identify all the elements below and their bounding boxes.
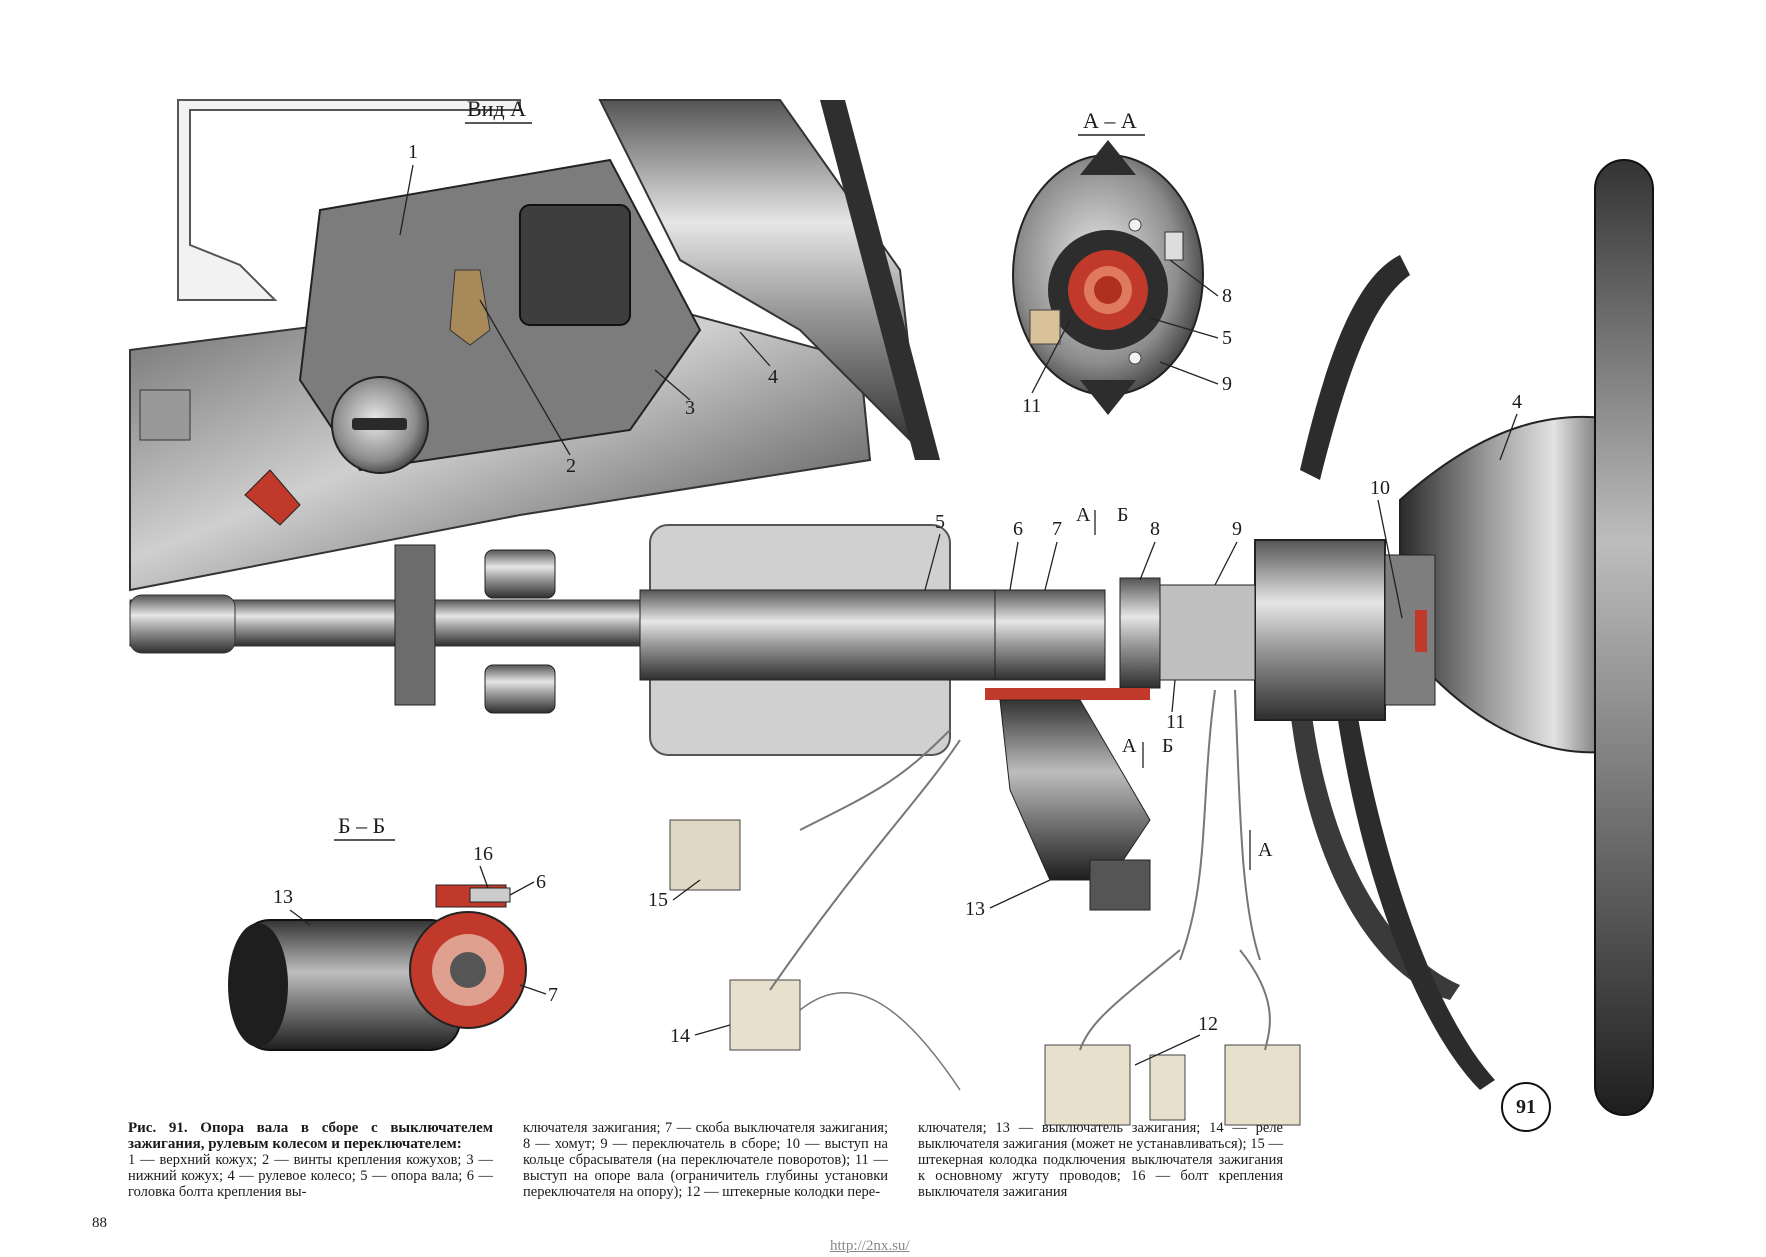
callout-9-aa: 9: [1222, 373, 1232, 395]
callout-6-main: 6: [1013, 518, 1023, 540]
callout-9-main: 9: [1232, 518, 1242, 540]
cut-b-top: Б: [1117, 504, 1128, 526]
view-a-callouts: 1 2 3 4: [399, 141, 778, 477]
caption-title: Рис. 91. Опора вала в сборе с выключател…: [128, 1120, 493, 1152]
figure-number-badge: 91: [1501, 1082, 1551, 1132]
callout-4-wheel: 4: [1512, 391, 1522, 413]
section-aa-callouts: 8 5 9 11: [1022, 259, 1232, 417]
steering-wheel-callouts: 4 10: [1370, 391, 1522, 619]
callout-13-main: 13: [965, 898, 985, 920]
section-bb-title: Б – Б: [338, 813, 385, 838]
view-a-illustration: [129, 99, 940, 592]
cut-a-top: А: [1076, 504, 1091, 526]
view-a-title: Вид А: [467, 96, 526, 121]
callout-13-bb: 13: [273, 886, 293, 908]
callout-10: 10: [1370, 477, 1390, 499]
callout-8-aa: 8: [1222, 285, 1232, 307]
section-bb-illustration: [228, 884, 527, 1051]
callout-12: 12: [1198, 1013, 1218, 1035]
callout-15: 15: [648, 889, 668, 911]
callout-16: 16: [473, 843, 493, 865]
section-aa-illustration: [1012, 140, 1204, 415]
caption-column-2: ключателя зажигания; 7 — скоба выключате…: [523, 1120, 888, 1200]
callout-2: 2: [566, 455, 576, 477]
main-callouts: 5 6 7 8 9 11 12 13 14 15: [648, 511, 1242, 1066]
arrow-a-label: А: [1258, 839, 1273, 861]
callout-6-bb: 6: [536, 871, 546, 893]
cut-b-bottom: Б: [1162, 735, 1173, 757]
main-assembly-illustration: [129, 524, 1301, 1126]
caption-column-3: ключателя; 13 — выключатель зажигания; 1…: [918, 1120, 1283, 1200]
callout-7-bb: 7: [548, 984, 558, 1006]
callout-1: 1: [408, 141, 418, 163]
cut-a-bottom: А: [1122, 735, 1137, 757]
callout-11-main: 11: [1166, 711, 1185, 733]
section-bb-callouts: 16 6 13 7: [273, 843, 558, 1006]
main-cut-markers: А Б А Б А: [1076, 504, 1273, 870]
callout-11-aa: 11: [1022, 395, 1041, 417]
caption-column-1: Рис. 91. Опора вала в сборе с выключател…: [128, 1120, 493, 1200]
page-number: 88: [92, 1215, 107, 1231]
caption-text-1: 1 — верхний кожух; 2 — винты крепления к…: [128, 1152, 493, 1200]
callout-8-main: 8: [1150, 518, 1160, 540]
source-link[interactable]: http://2nx.su/: [830, 1238, 910, 1254]
figure-caption: Рис. 91. Опора вала в сборе с выключател…: [128, 1120, 1283, 1230]
callout-3: 3: [685, 397, 695, 419]
callout-7-main: 7: [1052, 518, 1062, 540]
section-aa-title: А – А: [1083, 108, 1137, 133]
callout-5-main: 5: [935, 511, 945, 533]
callout-4: 4: [768, 366, 778, 388]
callout-14: 14: [670, 1025, 690, 1047]
callout-5-aa: 5: [1222, 327, 1232, 349]
steering-wheel-illustration: [1254, 159, 1654, 1116]
